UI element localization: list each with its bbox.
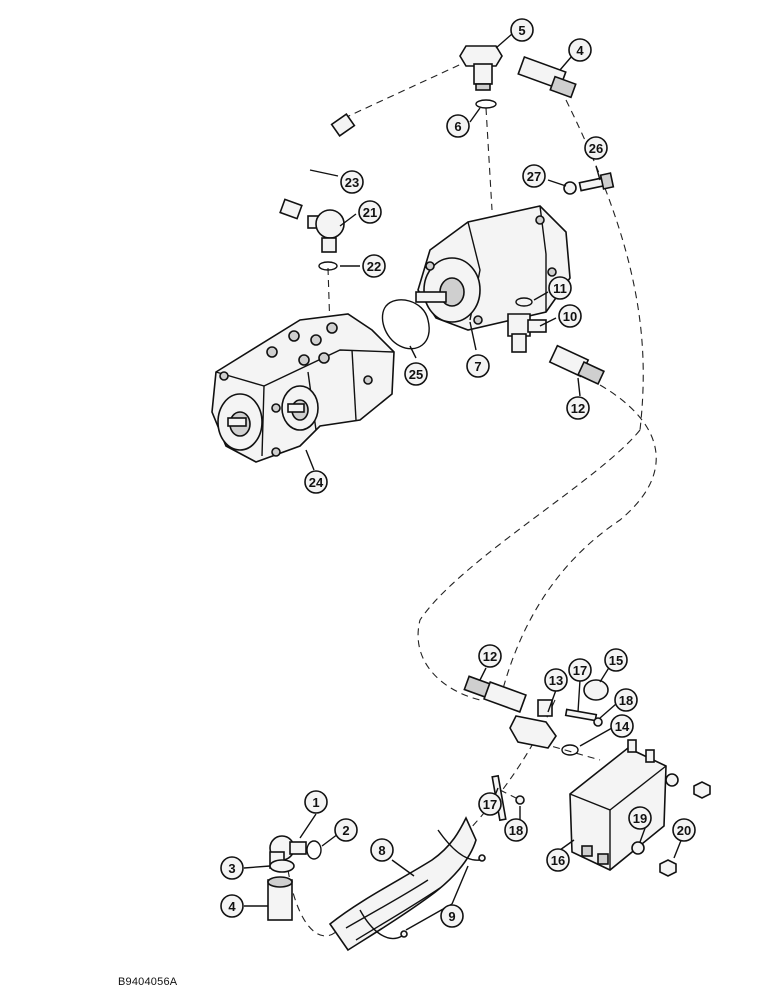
callout-12-top: 12 xyxy=(566,396,590,420)
part-27-washer xyxy=(563,181,577,195)
svg-text:25: 25 xyxy=(409,367,423,382)
part-17-bolt-upper xyxy=(564,708,598,722)
callout-4-lower: 4 xyxy=(220,894,244,918)
svg-text:26: 26 xyxy=(589,141,603,156)
callout-5: 5 xyxy=(510,18,534,42)
part-8-sleeve xyxy=(328,816,477,952)
part-3-clamp xyxy=(269,859,295,873)
part-18-washer-lower xyxy=(515,795,525,805)
svg-text:10: 10 xyxy=(563,309,577,324)
svg-text:18: 18 xyxy=(619,693,633,708)
callout-27: 27 xyxy=(522,164,546,188)
svg-text:17: 17 xyxy=(483,797,497,812)
callout-18-lower: 18 xyxy=(504,818,528,842)
svg-text:8: 8 xyxy=(378,843,385,858)
part-20-nut xyxy=(693,781,711,799)
svg-text:5: 5 xyxy=(518,23,525,38)
svg-text:18: 18 xyxy=(509,823,523,838)
leader-lines xyxy=(243,33,683,931)
callout-8: 8 xyxy=(370,838,394,862)
part-10-elbow xyxy=(507,313,547,353)
callout-9: 9 xyxy=(440,904,464,928)
callout-10: 10 xyxy=(558,304,582,328)
part-19-washer xyxy=(665,773,679,787)
svg-text:2: 2 xyxy=(342,823,349,838)
svg-text:15: 15 xyxy=(609,653,623,668)
callout-15: 15 xyxy=(604,648,628,672)
callout-2: 2 xyxy=(334,818,358,842)
svg-text:17: 17 xyxy=(573,663,587,678)
part-19-washer-b xyxy=(631,841,645,855)
callout-18-upper: 18 xyxy=(614,688,638,712)
callout-12-lower: 12 xyxy=(478,644,502,668)
svg-text:23: 23 xyxy=(345,175,359,190)
part-1-elbow xyxy=(269,835,307,869)
svg-text:12: 12 xyxy=(483,649,497,664)
callout-11: 11 xyxy=(548,276,572,300)
part-5-tee-fitting xyxy=(459,45,503,91)
part-14-o-ring xyxy=(561,744,579,756)
callout-4-top: 4 xyxy=(568,38,592,62)
svg-text:24: 24 xyxy=(309,475,324,490)
callout-20: 20 xyxy=(672,818,696,842)
callout-23: 23 xyxy=(340,170,364,194)
callout-3: 3 xyxy=(220,856,244,880)
callout-25: 25 xyxy=(404,362,428,386)
part-7-gear-pump xyxy=(415,205,571,331)
svg-text:7: 7 xyxy=(474,359,481,374)
svg-text:14: 14 xyxy=(615,719,630,734)
callout-24: 24 xyxy=(304,470,328,494)
svg-text:3: 3 xyxy=(228,861,235,876)
svg-text:13: 13 xyxy=(549,673,563,688)
callout-14: 14 xyxy=(610,714,634,738)
callout-16: 16 xyxy=(546,848,570,872)
part-25-gasket xyxy=(381,299,430,350)
part-12-hose-end-lower xyxy=(463,675,527,713)
svg-text:1: 1 xyxy=(312,795,319,810)
part-11-o-ring xyxy=(515,297,533,307)
callout-7: 7 xyxy=(466,354,490,378)
svg-text:20: 20 xyxy=(677,823,691,838)
svg-text:19: 19 xyxy=(633,811,647,826)
part-24-hydrostatic-pump xyxy=(211,313,395,463)
callout-13: 13 xyxy=(544,668,568,692)
part-4-hose-end-top xyxy=(517,55,577,99)
callout-21: 21 xyxy=(358,200,382,224)
callout-22: 22 xyxy=(362,254,386,278)
svg-text:4: 4 xyxy=(228,899,236,914)
part-18-washer-upper xyxy=(593,717,603,727)
svg-text:6: 6 xyxy=(454,119,461,134)
part-4-hose-lower xyxy=(267,876,293,921)
part-15-cap xyxy=(583,679,609,701)
svg-text:11: 11 xyxy=(553,281,567,296)
svg-text:9: 9 xyxy=(448,909,455,924)
callout-1: 1 xyxy=(304,790,328,814)
svg-text:21: 21 xyxy=(363,205,377,220)
part-6-o-ring xyxy=(475,99,497,109)
part-26-bolt xyxy=(578,172,615,192)
part-2-o-ring xyxy=(306,840,322,860)
part-23-tube xyxy=(264,112,356,220)
figure-reference-code: B9404056A xyxy=(118,976,178,988)
part-21-elbow xyxy=(307,209,345,253)
callout-17-lower: 17 xyxy=(478,792,502,816)
part-12-hose-end-top xyxy=(548,344,605,386)
callout-26: 26 xyxy=(584,136,608,160)
svg-text:16: 16 xyxy=(551,853,565,868)
callout-17-upper: 17 xyxy=(568,658,592,682)
svg-text:27: 27 xyxy=(527,169,541,184)
callout-19: 19 xyxy=(628,806,652,830)
part-9-straps xyxy=(359,829,486,940)
callout-6: 6 xyxy=(446,114,470,138)
part-16-valve xyxy=(569,739,667,871)
svg-text:4: 4 xyxy=(576,43,584,58)
svg-text:12: 12 xyxy=(571,401,585,416)
part-20-nut-b xyxy=(659,859,677,877)
svg-text:22: 22 xyxy=(367,259,381,274)
part-22-o-ring xyxy=(318,261,338,271)
